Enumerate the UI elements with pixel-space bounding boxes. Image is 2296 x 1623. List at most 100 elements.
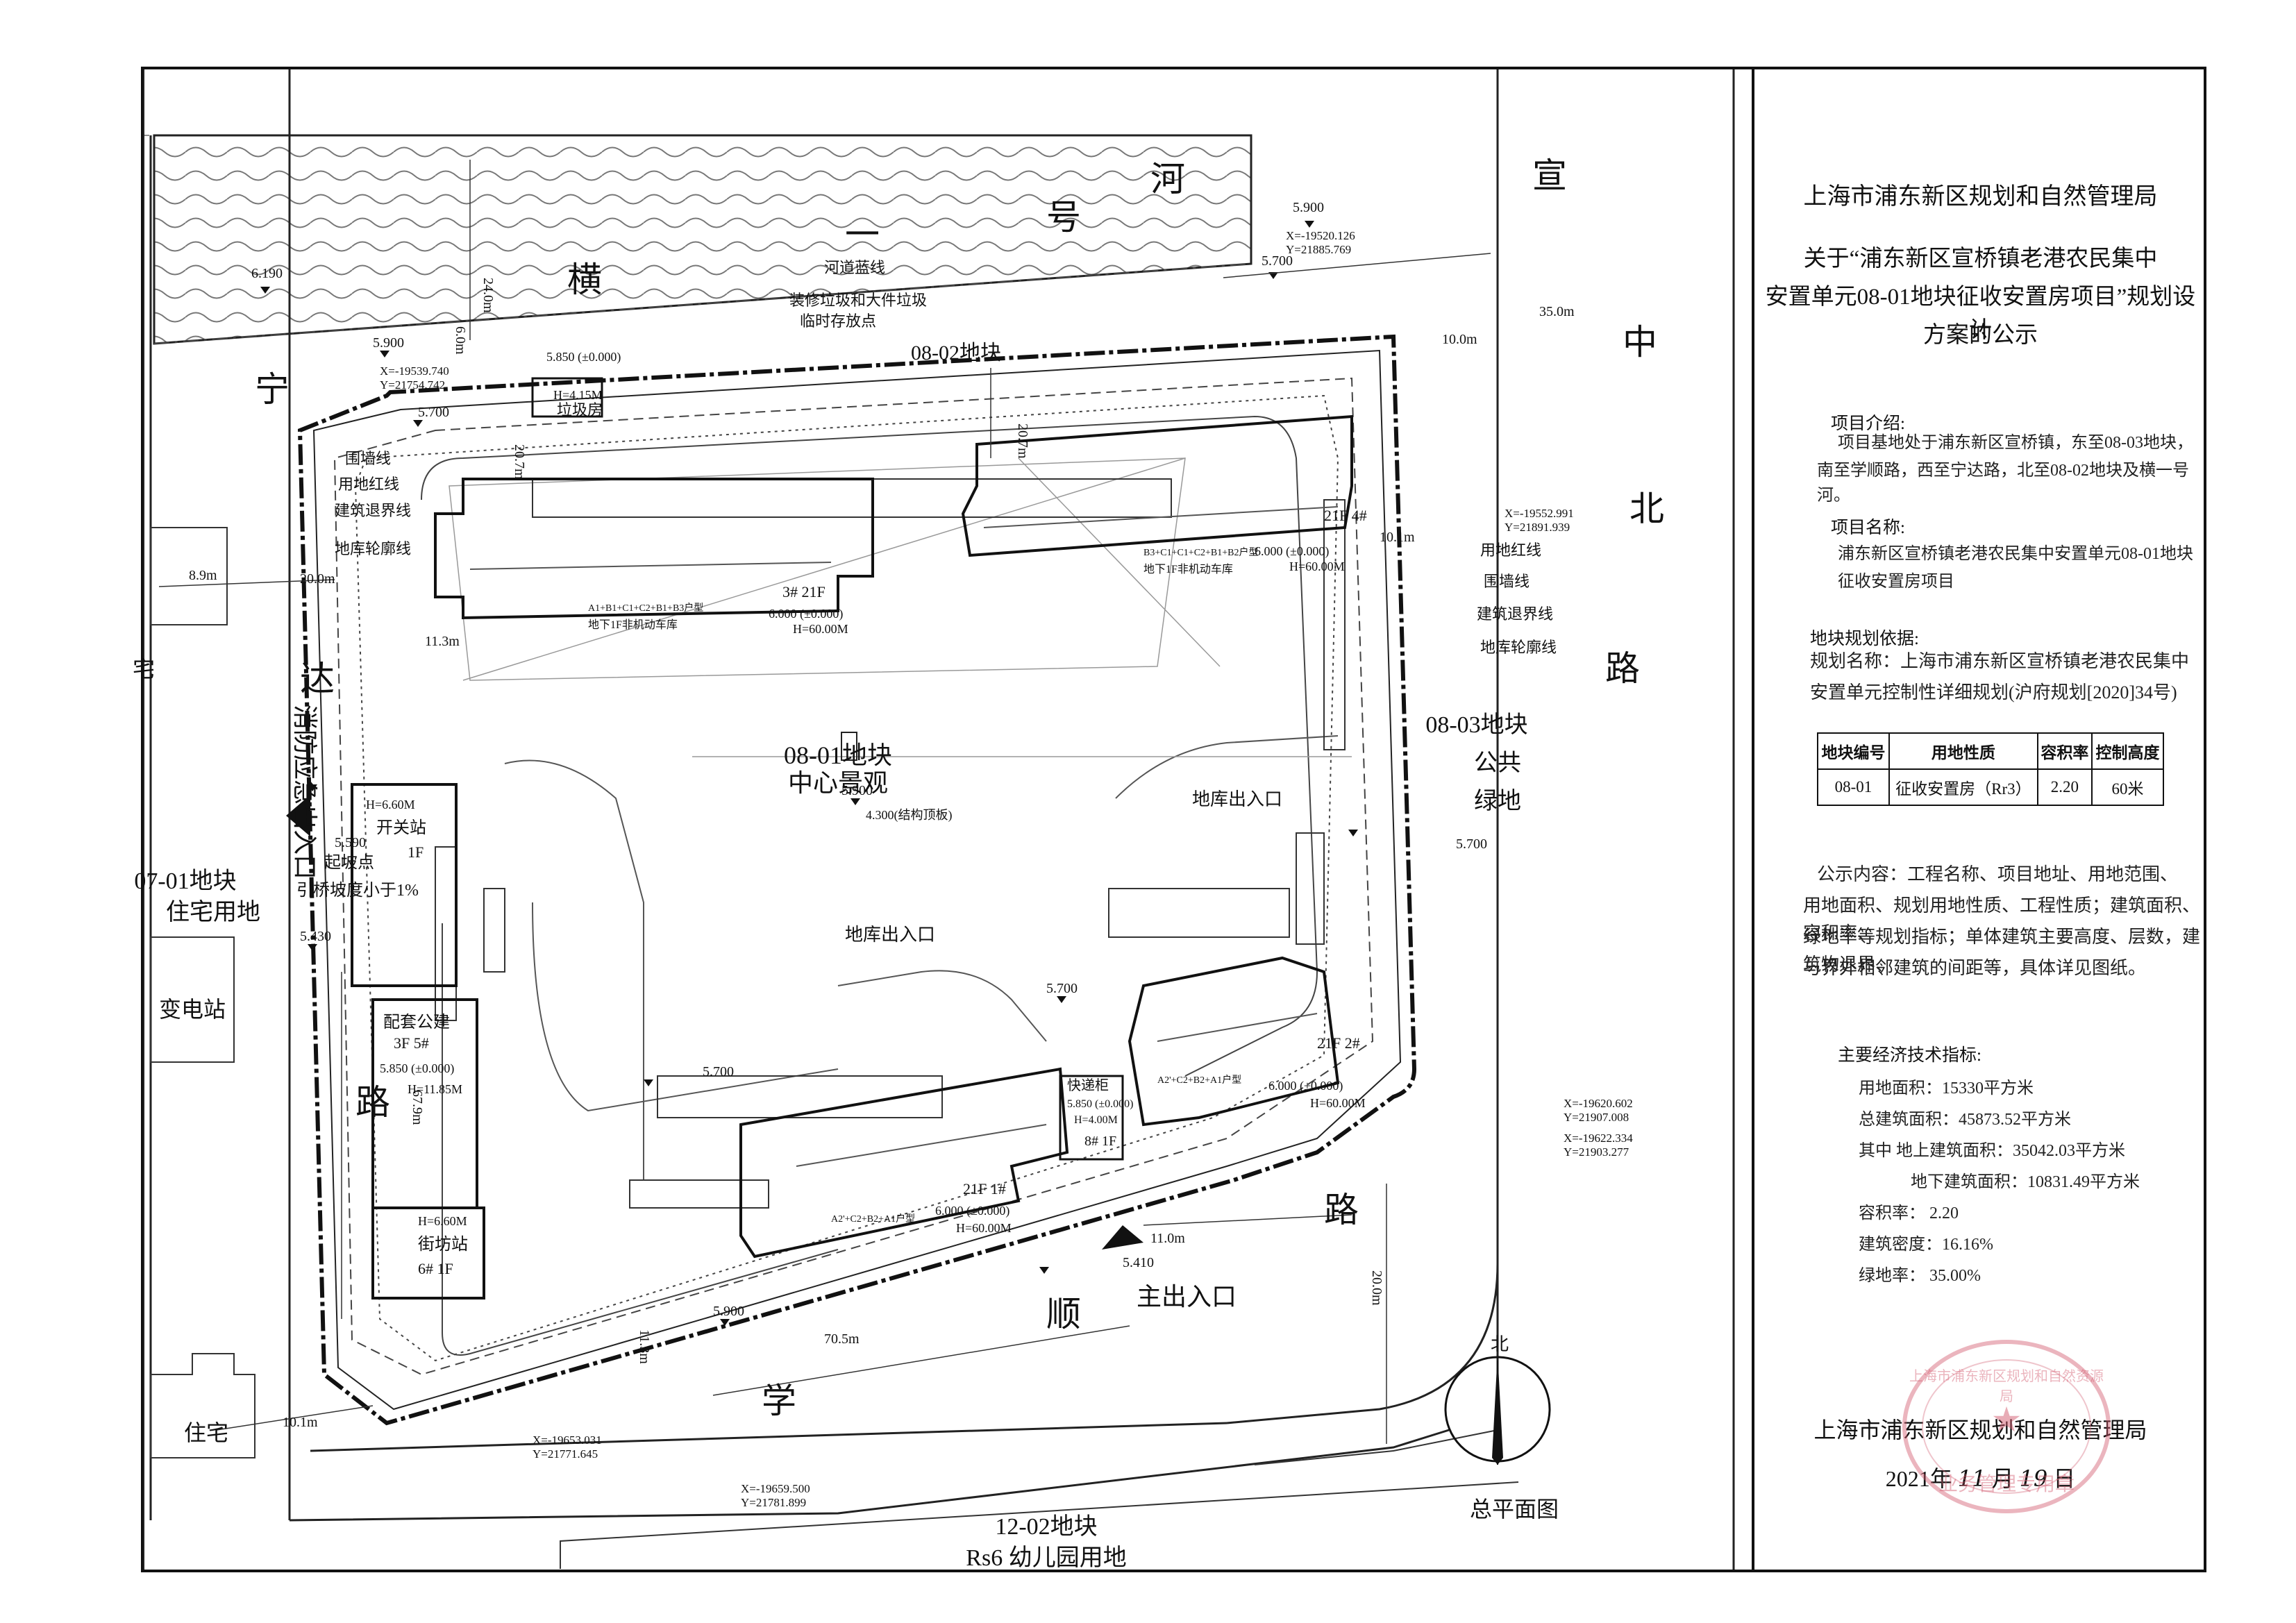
exp-name: 快递柜 (1067, 1077, 1109, 1093)
xueshun-road-n (310, 1422, 1227, 1452)
neighbor-block-se (1254, 1429, 1498, 1465)
exp-h: H=4.00M (1074, 1114, 1118, 1126)
coord-ne-x: X=-19520.126 (1286, 229, 1355, 242)
switch-f: 1F (408, 843, 424, 861)
b1-elev: 6.000 (±0.000) (935, 1204, 1009, 1218)
neighborhood-station-building (371, 1206, 485, 1300)
parcel-main-2: 中心景观 (788, 769, 888, 797)
b4-note: 地下1F非机动车库 (1143, 563, 1233, 575)
seal-text-bottom: 业务管理专用章 (1938, 1474, 2075, 1495)
basis-line-1: 规划名称：上海市浦东新区宣桥镇老港农民集中 (1810, 651, 2190, 671)
b1-types: A2'+C2+B2+A1户型 (831, 1213, 915, 1225)
parcel-table: 地块编号 用地性质 容积率 控制高度 08-01 征收安置房（Rr3） 2.20… (1817, 732, 2164, 806)
intro-heading: 项目介绍: (1831, 414, 1905, 433)
ref-elev: 5.850 (±0.000) (546, 350, 621, 364)
elevation-markers (260, 221, 1358, 1326)
table-cell: 60米 (2091, 768, 2164, 806)
parcel-north: 08-02地块 (911, 342, 1001, 364)
legend-right-3: 建筑退界线 (1477, 605, 1553, 623)
parcel-south-2: Rs6 幼儿园用地 (966, 1545, 1126, 1571)
name-heading: 项目名称: (1831, 519, 1905, 537)
st-h: H=6.60M (418, 1214, 467, 1228)
basis-line-2: 安置单元控制性详细规划(沪府规划[2020]34号) (1810, 682, 2177, 703)
site-plan: 宁 达 路 宣 中 北 路 路 顺 学 横 一 号 河 08-02地块 08-0… (133, 69, 1735, 1571)
dim-6a: 6.0m (453, 326, 468, 355)
coord-sw1-x: X=-19653.031 (533, 1433, 602, 1447)
parcel-west-2: 住宅用地 (166, 899, 260, 925)
legend-left-1: 围墙线 (345, 450, 391, 467)
exp-f: 8# 1F (1084, 1134, 1116, 1149)
b3-h: H=60.00M (793, 622, 848, 636)
coord-se1-x: X=-19620.602 (1564, 1097, 1633, 1110)
road-name-xuanzhong-1: 宣 (1532, 156, 1567, 195)
river-blue-line (153, 263, 1252, 344)
parcel-west-1: 07-01地块 (134, 868, 236, 894)
label-refuse-1: 装修垃圾和大件垃圾 (789, 292, 927, 309)
building-1 (739, 1067, 1069, 1259)
elev-5700-ne: 5.700 (1262, 253, 1293, 269)
label-river-blue-line: 河道蓝线 (824, 259, 885, 276)
table-cell: 08-01 (1817, 768, 1890, 806)
river-name-4: 河 (1150, 160, 1185, 199)
neighbor-block-w2 (150, 936, 235, 1063)
road-name-yining-2: 达 (300, 659, 335, 698)
elev-6190: 6.190 (251, 266, 283, 281)
coord-se2-y: Y=21903.277 (1564, 1145, 1629, 1159)
indicator-site-area: 用地面积：15330平方米 (1859, 1079, 2034, 1098)
neighbor-block-w1 (150, 527, 228, 625)
road-curve-se (1226, 1263, 1499, 1424)
parking-rows (435, 478, 1346, 1209)
publicity-line-1: 公示内容：工程名称、项目地址、用地范围、 (1817, 864, 2179, 884)
dim-67: 67.9m (410, 1090, 425, 1125)
elev-5590: 5.590 (335, 835, 366, 850)
bureau-name: 上海市浦东新区规划和自然管理局 (1803, 184, 2158, 210)
label-garage-exit-2: 地库出入口 (845, 925, 935, 945)
dim-207b: 20.7m (1015, 423, 1030, 459)
internal-road-ring (421, 415, 1318, 1356)
elev-5700-c: 5.700 (1046, 981, 1078, 996)
setback-line (333, 377, 1374, 1376)
switch-h: H=6.60M (366, 798, 415, 812)
coord-nw-x: X=-19539.740 (380, 364, 449, 378)
indicators-heading: 主要经济技术指标: (1838, 1046, 1981, 1065)
dim-101a: 10.1m (1380, 530, 1415, 545)
parcel-east-3: 绿地 (1474, 788, 1521, 814)
elev-5900-c: 5.900 (841, 783, 873, 798)
table-header: 地块编号 (1817, 732, 1890, 770)
elev-5900-s: 5.900 (713, 1304, 744, 1319)
label-fire-exit: 消防应急出入口 (291, 705, 319, 880)
road-name-xueshun-1: 路 (1324, 1191, 1359, 1229)
indicator-green: 绿地率： 35.00% (1859, 1267, 1981, 1285)
b3-name: 3# 21F (782, 583, 826, 600)
elev-5410: 5.410 (1123, 1255, 1154, 1270)
b3-note: 地下1F非机动车库 (588, 619, 678, 631)
dim-113: 11.3m (425, 634, 460, 649)
elev-5700-nw: 5.700 (418, 405, 449, 420)
b3-types: A1+B1+C1+C2+B1+B3户型 (588, 602, 703, 614)
label-roof-slab: 4.300(结构顶板) (866, 808, 953, 823)
road-name-xuanzhong-2: 中 (1623, 323, 1657, 362)
ref-h: H=4.15M (553, 388, 603, 402)
coord-e-x: X=-19552.991 (1505, 507, 1574, 520)
b2-types: A2'+C2+B2+A1户型 (1157, 1074, 1241, 1086)
coord-nw-y: Y=21754.742 (380, 378, 445, 392)
building-3 (434, 478, 874, 620)
road-name-yining-3: 路 (355, 1083, 390, 1122)
dim-35: 35.0m (1539, 304, 1575, 319)
elev-5900-nw: 5.900 (373, 335, 404, 351)
dim-24: 24.0m (480, 278, 496, 313)
coord-sw2-y: Y=21781.899 (741, 1496, 806, 1509)
road-name-xuanzhong-4: 路 (1605, 649, 1640, 688)
neighbor-substation: 变电站 (159, 997, 226, 1022)
name-line-2: 征收安置房项目 (1838, 573, 1954, 591)
elev-5700-sw: 5.700 (703, 1064, 734, 1079)
dimension-lines (158, 160, 1491, 1444)
xueshun-road-s (289, 1429, 1450, 1522)
seal-star-icon: ★ (1991, 1399, 2022, 1440)
b1-name: 21F 1# (963, 1180, 1006, 1197)
coord-se2-x: X=-19622.334 (1564, 1132, 1633, 1145)
label-garage-exit-1: 地库出入口 (1192, 789, 1282, 809)
label-refuse-2: 临时存放点 (800, 312, 876, 330)
dim-10: 10.0m (1442, 332, 1477, 347)
road-name-xueshun-2: 顺 (1046, 1295, 1081, 1334)
